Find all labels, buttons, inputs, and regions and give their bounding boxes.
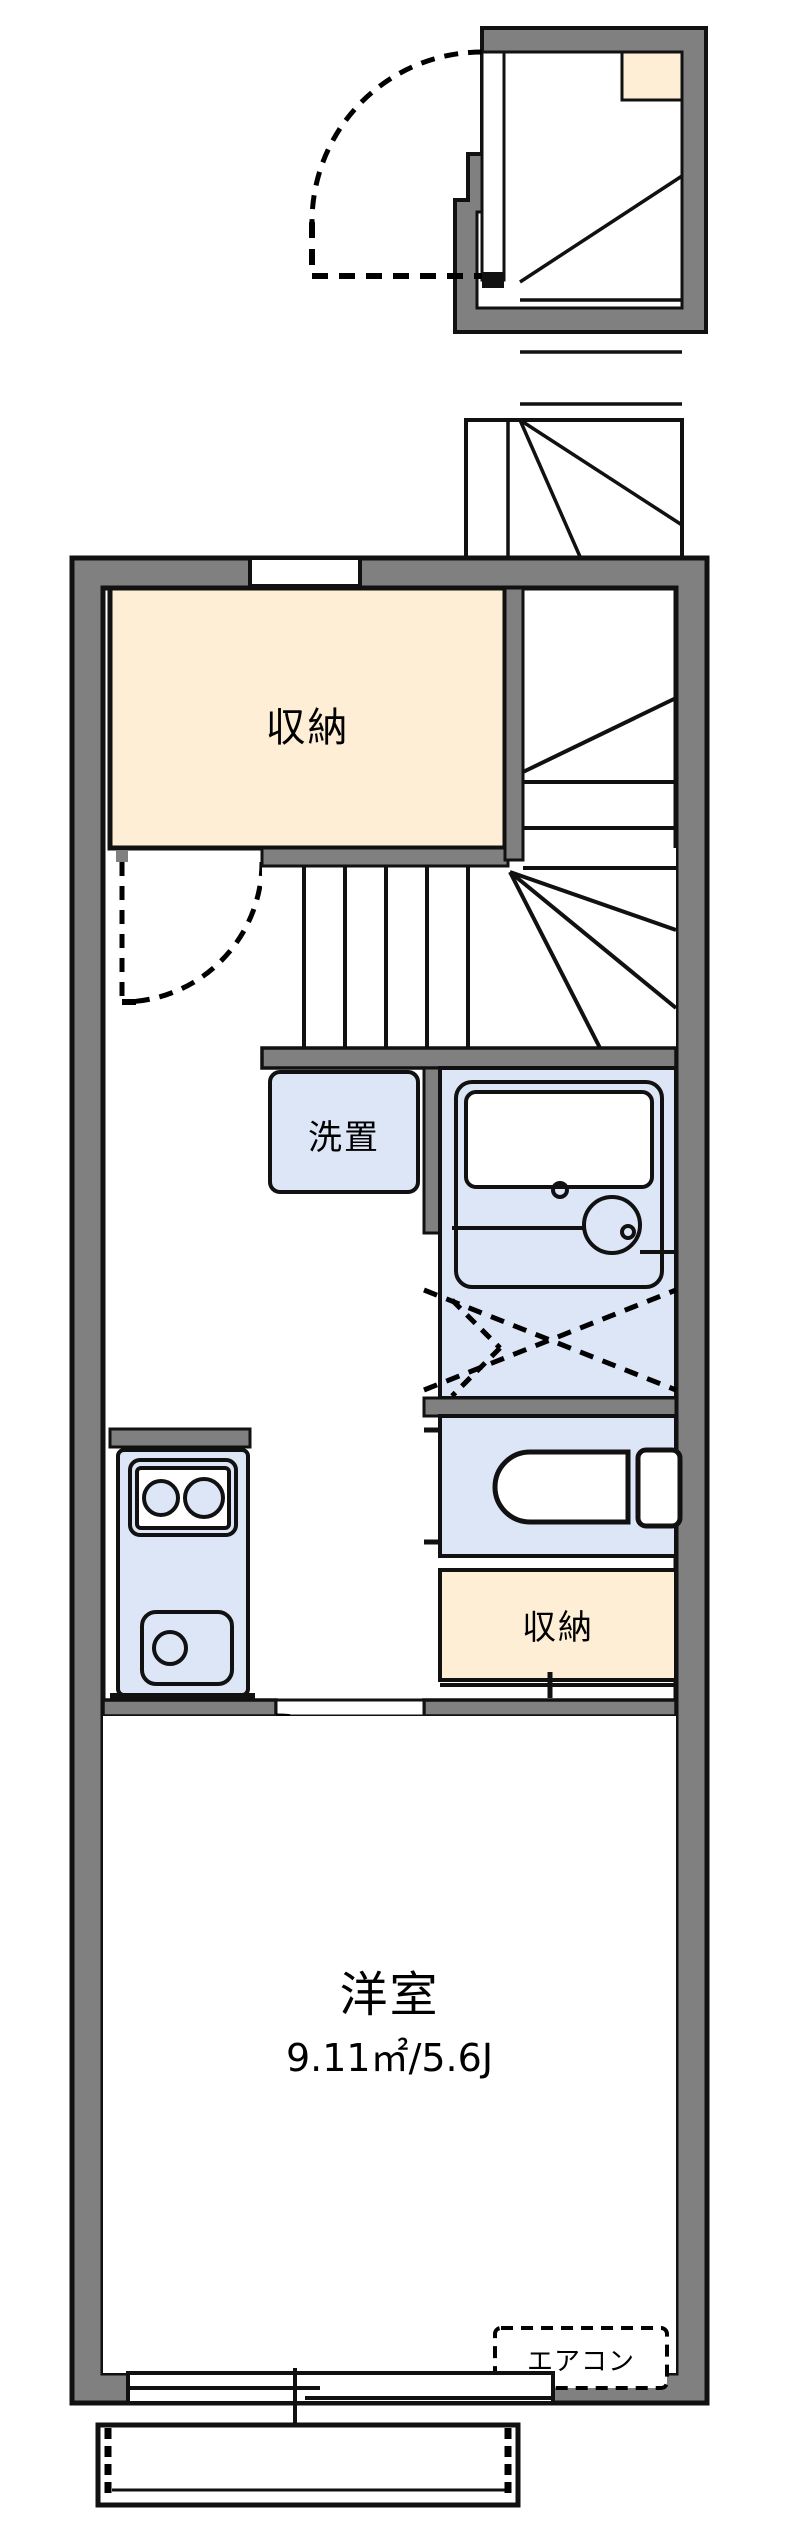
wall-below-stairs bbox=[260, 1046, 678, 1070]
closet-upper-label: 収納 bbox=[265, 705, 350, 751]
wall-above-toilet bbox=[422, 1396, 678, 1418]
bathroom bbox=[438, 1066, 678, 1400]
bathtub-drain-icon bbox=[551, 1181, 569, 1199]
inset-stair-winder-1 bbox=[519, 174, 683, 284]
main-room-floor bbox=[103, 1716, 676, 2373]
stair-winder-c bbox=[508, 870, 678, 1010]
air-conditioner-label: エアコン bbox=[526, 2347, 635, 2377]
stove-burner-left-icon bbox=[142, 1479, 180, 1517]
main-room bbox=[103, 1716, 676, 2373]
main-stairs bbox=[260, 586, 678, 1050]
kitchen bbox=[108, 1427, 255, 1705]
room-door-opening bbox=[274, 1698, 426, 1718]
corridor-dash-b bbox=[423, 1287, 677, 1393]
laundry-room bbox=[268, 1070, 420, 1194]
balcony-window bbox=[95, 2368, 555, 2508]
laundry-pan-shape bbox=[268, 1070, 420, 1194]
entrance-door-opening-outer bbox=[248, 556, 362, 590]
bath-door-fold-2 bbox=[450, 1346, 502, 1398]
stair-winder-b bbox=[509, 870, 677, 932]
closet-lower-label: 収納 bbox=[522, 1608, 594, 1648]
closet-door-swing-arc bbox=[121, 861, 265, 1005]
wall-laundry-bath bbox=[422, 1066, 442, 1235]
inset-door-jamb bbox=[480, 50, 506, 282]
stair-header-band bbox=[260, 846, 510, 868]
bath-door-fold-1 bbox=[450, 1298, 502, 1350]
inset-door-swing-arc bbox=[309, 49, 483, 223]
kitchen-sink-drain-icon bbox=[152, 1630, 188, 1666]
upper-stair-inset bbox=[309, 26, 708, 627]
stove-burner-right-icon bbox=[183, 1477, 225, 1519]
closet-lower-shape bbox=[438, 1568, 678, 1682]
bathtub-basin bbox=[464, 1090, 654, 1189]
toilet-bowl-icon bbox=[492, 1449, 631, 1525]
corridor-dash-a bbox=[423, 1287, 677, 1393]
toilet-room bbox=[424, 1414, 683, 1558]
inset-door-hinge bbox=[482, 272, 504, 288]
main-room-area: 9.11㎡/5.6J bbox=[285, 2036, 494, 2080]
stair-winder-a bbox=[522, 696, 677, 774]
closet-door-hinge bbox=[116, 850, 128, 862]
wall-hall-room-left bbox=[101, 1698, 278, 1718]
kitchen-upper-wall bbox=[108, 1427, 252, 1449]
stair-winder-d bbox=[508, 871, 602, 1049]
balcony-slab bbox=[95, 2422, 521, 2508]
wall-hall-room-right bbox=[422, 1698, 678, 1718]
laundry-label: 洗置 bbox=[308, 1118, 380, 1158]
stair-divider-wall bbox=[503, 586, 525, 862]
hall-room-divider bbox=[101, 1698, 678, 1718]
main-room-label: 洋室 bbox=[339, 1967, 440, 2023]
toilet-tank-icon bbox=[635, 1447, 683, 1529]
hall-walls bbox=[260, 1046, 678, 1235]
wash-basin-drain-icon bbox=[620, 1224, 636, 1240]
inset-storage-patch bbox=[620, 50, 684, 102]
inset-door-panel bbox=[309, 222, 482, 279]
closet-lower-room bbox=[438, 1568, 678, 1698]
inset-stair-winder-2 bbox=[519, 418, 683, 527]
closet-upper-door bbox=[116, 850, 265, 1005]
